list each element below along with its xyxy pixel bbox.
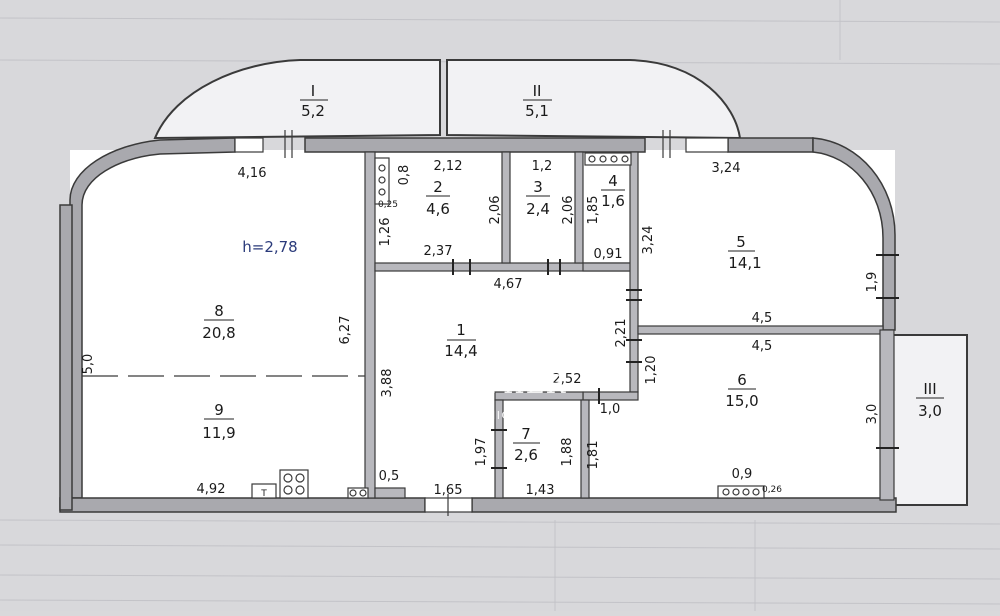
dim-1-20: 1,20 — [644, 356, 659, 385]
room-id-3: 3 — [533, 178, 543, 196]
dim-4-67: 4,67 — [494, 277, 523, 292]
room-id-9: 9 — [214, 401, 224, 419]
room-area-5: 14,1 — [728, 254, 761, 272]
room-area-9: 11,9 — [202, 424, 235, 442]
dim-5-0: 5,0 — [81, 354, 96, 375]
dim-2-21: 2,21 — [614, 319, 629, 348]
room-id-4: 4 — [608, 172, 618, 190]
room-area-1: 14,4 — [444, 342, 477, 360]
dim-1-0: 1,0 — [600, 402, 621, 417]
dim-2-12: 2,12 — [434, 159, 463, 174]
room-area-8: 20,8 — [202, 324, 235, 342]
dim-1-97: 1,97 — [474, 438, 489, 467]
dim-3-88: 3,88 — [380, 369, 395, 398]
room-area-6: 15,0 — [725, 392, 758, 410]
balcony-labels: I 5,2 II 5,1 III 3,0 — [300, 82, 944, 420]
room-area-3: 2,4 — [526, 200, 550, 218]
dim-1-2: 1,2 — [532, 159, 553, 174]
room-id-7: 7 — [521, 425, 531, 443]
dim-6-27: 6,27 — [338, 316, 353, 345]
dim-1-81: 1,81 — [586, 441, 601, 470]
balcony-II — [446, 59, 742, 140]
dim-0-8: 0,8 — [397, 165, 412, 186]
room-id-8: 8 — [214, 302, 224, 320]
interior-walls — [364, 151, 895, 501]
dim-0-5: 0,5 — [379, 469, 400, 484]
sink-mark: T — [260, 489, 267, 499]
room-id-III: III — [923, 380, 936, 398]
dim-1-43: 1,43 — [526, 483, 555, 498]
dim-4-16: 4,16 — [238, 166, 267, 181]
room-id-I: I — [311, 82, 315, 100]
ceiling-height: h=2,78 — [242, 238, 297, 256]
balcony-I — [153, 59, 441, 140]
balcony-III — [892, 334, 968, 506]
fixtures — [251, 152, 765, 499]
dim-0-91: 0,91 — [594, 247, 623, 262]
dim-0-25: 0,25 — [378, 200, 398, 210]
dim-4-5-lower: 4,5 — [752, 339, 773, 354]
dim-3-24-top: 3,24 — [712, 161, 741, 176]
dim-2-37: 2,37 — [424, 244, 453, 259]
sink — [251, 483, 277, 499]
room-labels: 1 14,4 2 4,6 3 2,4 4 1,6 5 14,1 6 15,0 7… — [202, 172, 761, 464]
dim-0-9: 0,9 — [732, 467, 753, 482]
dim-2-06-b: 2,06 — [561, 196, 576, 225]
dim-3-24-vertical: 3,24 — [641, 226, 656, 255]
radiator-bottom — [717, 485, 765, 499]
room-area-2: 4,6 — [426, 200, 450, 218]
watermark-brand: PREMIER — [428, 370, 567, 400]
outer-walls — [59, 137, 897, 513]
room-area-7: 2,6 — [514, 446, 538, 464]
dim-1-26: 1,26 — [378, 218, 393, 247]
room-id-1: 1 — [456, 321, 466, 339]
dim-1-9: 1,9 — [865, 272, 880, 293]
room-id-5: 5 — [736, 233, 746, 251]
dim-1-65: 1,65 — [434, 483, 463, 498]
dim-1-88: 1,88 — [560, 438, 575, 467]
room-id-2: 2 — [433, 178, 443, 196]
dim-1-85: 1,85 — [586, 196, 601, 225]
heater — [347, 487, 369, 499]
dimension-labels-vertical: 0,8 1,26 2,06 2,06 1,85 3,24 1,9 6,27 5,… — [81, 165, 880, 470]
dim-4-92: 4,92 — [197, 482, 226, 497]
room-id-II: II — [533, 82, 542, 100]
dim-2-52: 2,52 — [553, 372, 582, 387]
watermark-subtitle: НЕРУХОМІСТЬ — [432, 409, 528, 422]
windows — [234, 130, 729, 516]
room-area-II: 5,1 — [525, 102, 549, 120]
dim-2-06-a: 2,06 — [488, 196, 503, 225]
room-id-6: 6 — [737, 371, 747, 389]
dim-3-0: 3,0 — [865, 404, 880, 425]
dim-0-26: 0,26 — [762, 485, 782, 495]
watermark: PREMIER НЕРУХОМІСТЬ — [428, 370, 567, 422]
door-marks — [452, 254, 899, 469]
stove — [279, 469, 309, 499]
dimension-labels-horizontal: 4,16 2,12 2,37 1,2 0,91 3,24 4,67 4,5 4,… — [197, 159, 783, 498]
room-area-I: 5,2 — [301, 102, 325, 120]
room-area-III: 3,0 — [918, 402, 942, 420]
radiator-top — [584, 152, 632, 166]
room-area-4: 1,6 — [601, 192, 625, 210]
dim-4-5-upper: 4,5 — [752, 311, 773, 326]
